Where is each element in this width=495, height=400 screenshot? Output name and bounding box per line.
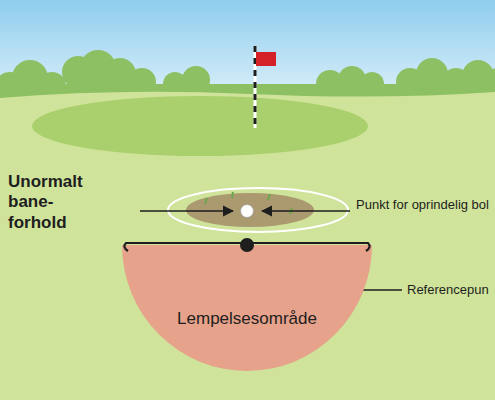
- relief-area-shape: [122, 245, 372, 371]
- golf-ball: [241, 205, 254, 218]
- leader-arrow: [140, 210, 233, 212]
- relief-area: Lempelsesområde: [122, 245, 372, 371]
- callout-label: Unormalt bane- forhold: [8, 172, 94, 233]
- flag: [256, 52, 276, 66]
- area-name: Lempelsesområde: [122, 309, 372, 329]
- relief-area-fill: [122, 245, 372, 371]
- abnormal-condition-patch: [186, 193, 314, 227]
- leader-arrow: [262, 210, 350, 212]
- putting-green: [32, 96, 368, 156]
- callout-label: Punkt for oprindelig bol: [356, 197, 495, 213]
- reference-point: [240, 238, 254, 252]
- fairway: [0, 92, 495, 400]
- callout-label: Referencepun: [407, 282, 495, 298]
- abnormal-condition-outline: [168, 188, 348, 232]
